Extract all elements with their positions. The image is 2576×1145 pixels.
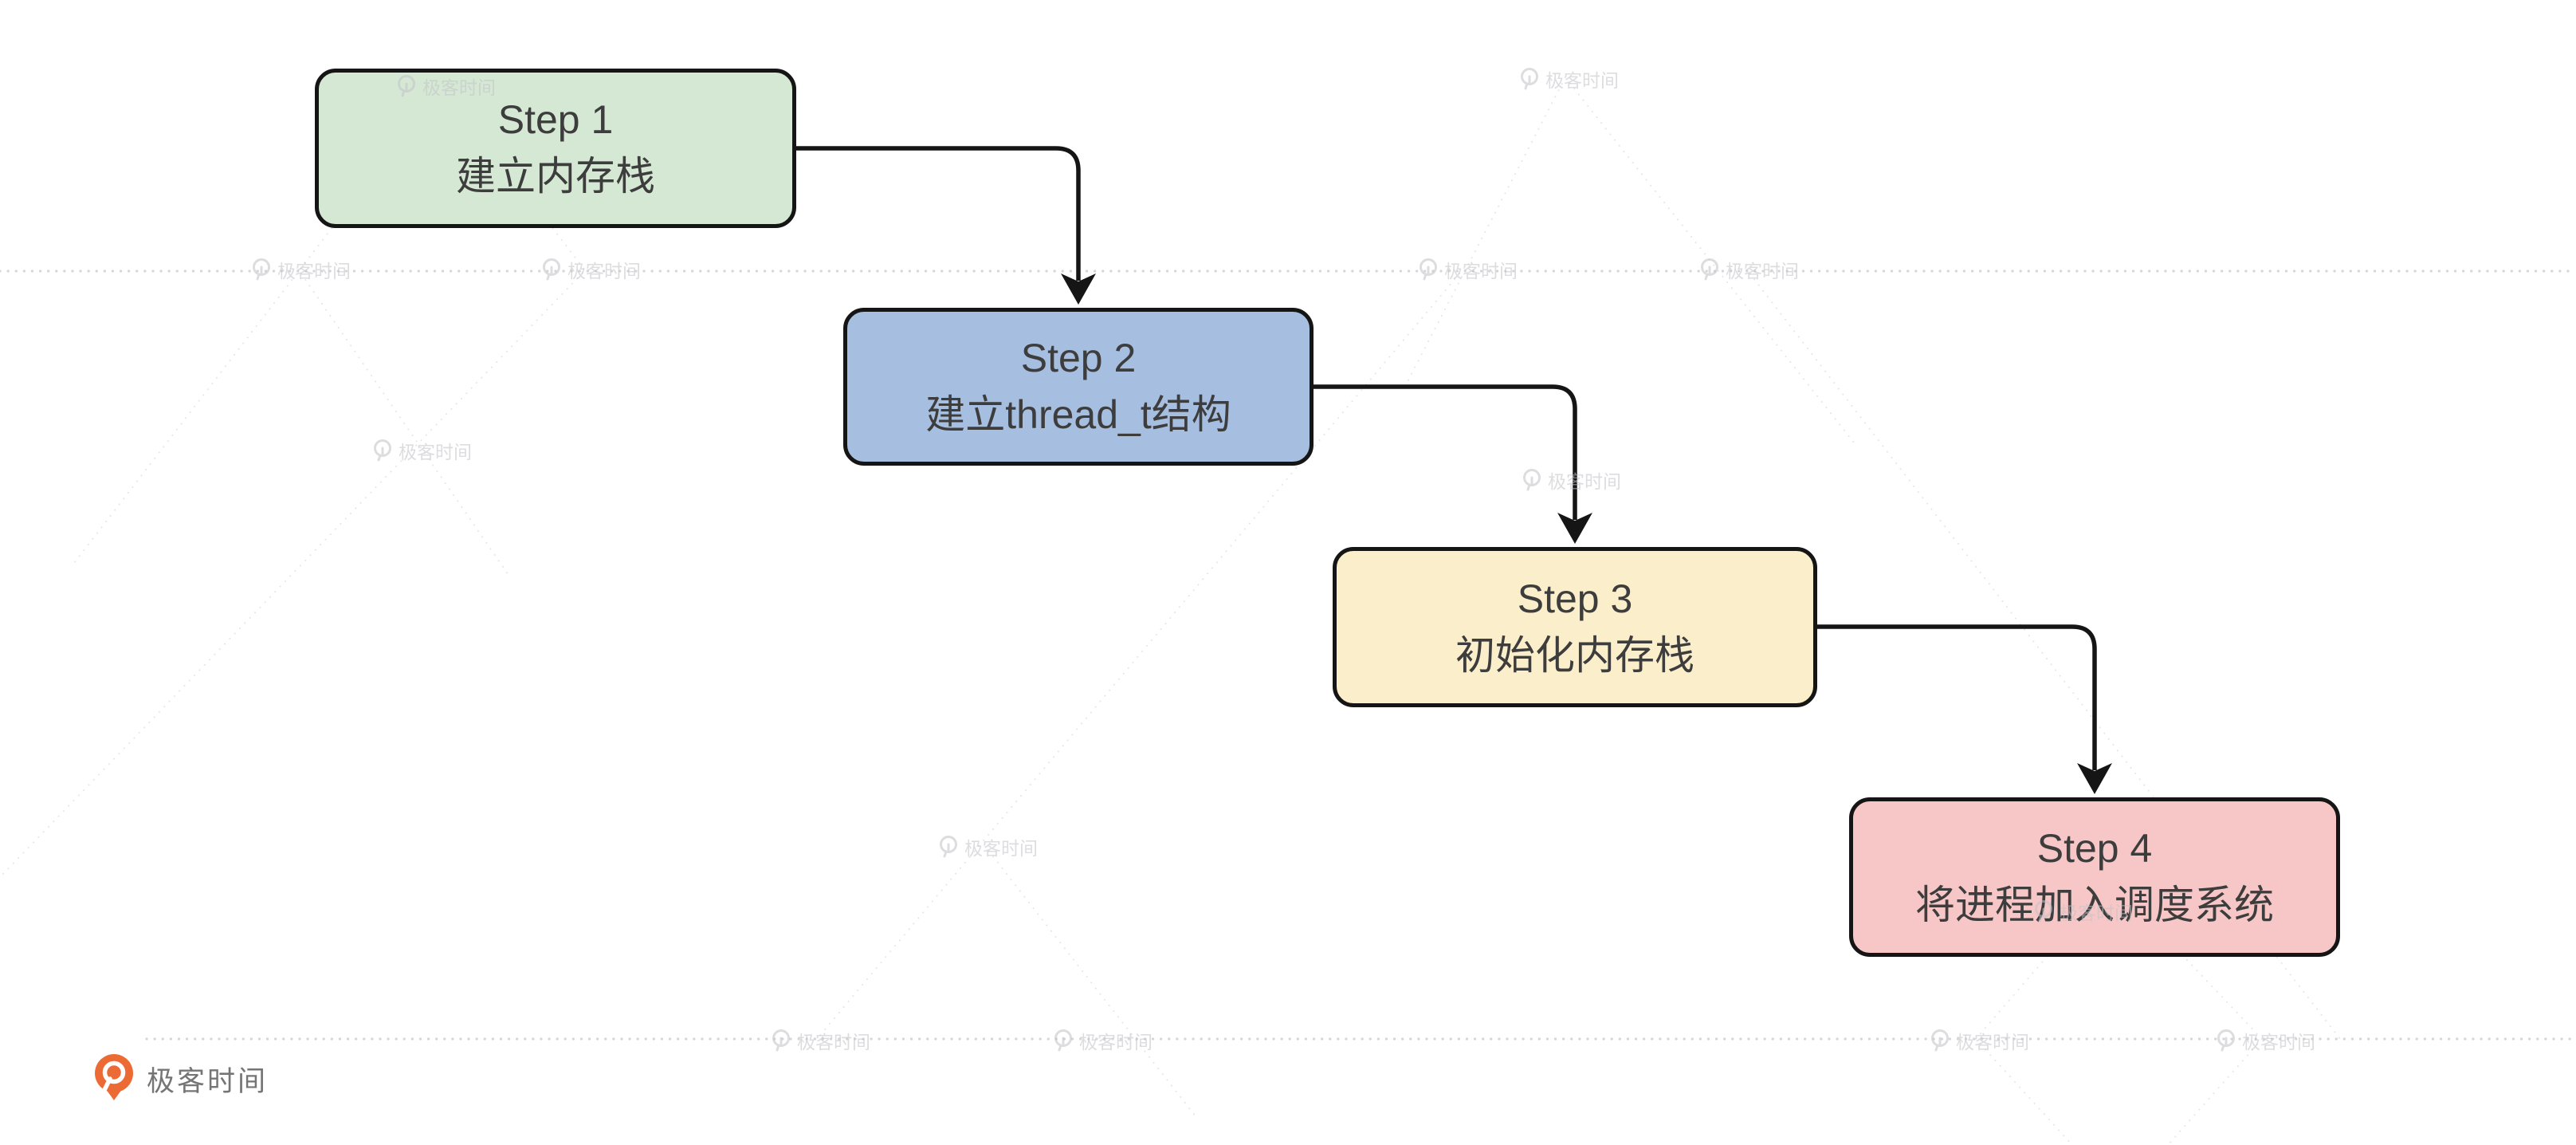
arrow-step3-to-step4 xyxy=(1817,624,2097,770)
arrow-step2-to-step3 xyxy=(1314,384,1577,520)
step-2-subtitle: 建立thread_t结构 xyxy=(925,392,1231,437)
watermark-diagonal xyxy=(1565,77,1858,447)
watermark-diagonal xyxy=(984,844,1196,1117)
watermark-diagonal xyxy=(0,267,588,878)
arrowhead-step3 xyxy=(1557,513,1592,544)
geektime-logo-text: 极客时间 xyxy=(147,1065,269,1097)
step-4-subtitle: 将进程加入调度系统 xyxy=(1915,883,2274,927)
step-2-title: Step 2 xyxy=(1020,336,1137,380)
step-3-node: Step 3 初始化内存栈 xyxy=(1333,547,1817,707)
watermark-diagonal xyxy=(2167,1038,2263,1145)
step-1-title: Step 1 xyxy=(497,97,614,142)
watermark-diagonal xyxy=(1975,1038,2073,1145)
step-4-node: Step 4 将进程加入调度系统 xyxy=(1849,797,2340,957)
step-2-node: Step 2 建立thread_t结构 xyxy=(843,308,1314,466)
step-1-node: Step 1 建立内存栈 xyxy=(315,69,796,228)
step-4-title: Step 4 xyxy=(2036,826,2153,871)
step-1-subtitle: 建立内存栈 xyxy=(456,154,655,199)
watermark-diagonal-lines xyxy=(0,77,2341,1145)
step-3-title: Step 3 xyxy=(1517,576,1633,621)
step-3-subtitle: 初始化内存栈 xyxy=(1455,632,1694,678)
watermark-diagonal xyxy=(296,267,511,578)
arrow-step1-to-step2 xyxy=(796,146,1081,281)
arrowhead-step4 xyxy=(2077,763,2112,794)
arrowhead-step2 xyxy=(1061,273,1096,305)
geektime-logo: 极客时间 xyxy=(93,1053,268,1105)
watermark-diagonal xyxy=(1745,267,2341,1040)
watermark-diagonal xyxy=(1402,77,1566,392)
geektime-logo-icon xyxy=(95,1054,133,1100)
